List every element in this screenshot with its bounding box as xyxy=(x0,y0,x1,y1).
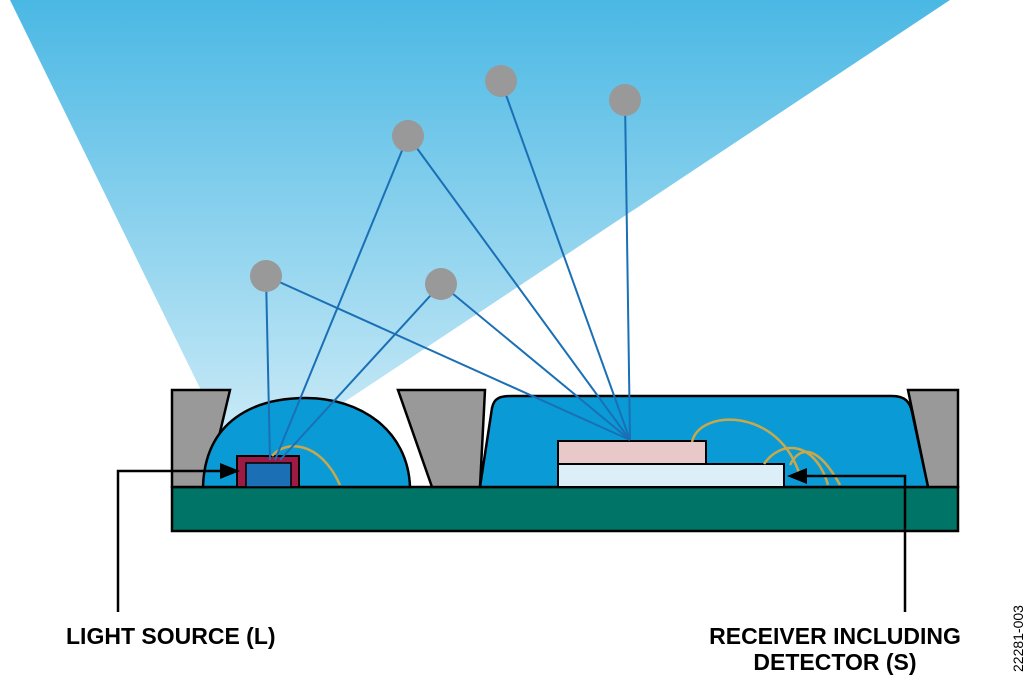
particle xyxy=(425,268,457,300)
sensor-base xyxy=(557,463,785,488)
receiver-label: RECEIVER INCLUDING DETECTOR (S) xyxy=(690,623,980,675)
particle xyxy=(609,84,641,116)
sensor-die xyxy=(557,440,707,465)
middle-wall xyxy=(396,388,487,489)
particles xyxy=(250,65,641,300)
receiver-label-line2: DETECTOR (S) xyxy=(753,649,917,675)
particle xyxy=(250,260,282,292)
substrate xyxy=(170,485,960,533)
source-callout xyxy=(116,463,240,612)
bond-wires xyxy=(271,418,842,486)
particle xyxy=(392,120,424,152)
light-source-label: LIGHT SOURCE (L) xyxy=(66,623,276,649)
emitter-chip xyxy=(245,462,292,488)
figure-code: 22281-003 xyxy=(1010,605,1024,672)
light-rays xyxy=(265,80,631,461)
receiver-callout xyxy=(787,468,907,612)
particle xyxy=(485,65,517,97)
receiver-label-line1: RECEIVER INCLUDING xyxy=(709,623,961,649)
